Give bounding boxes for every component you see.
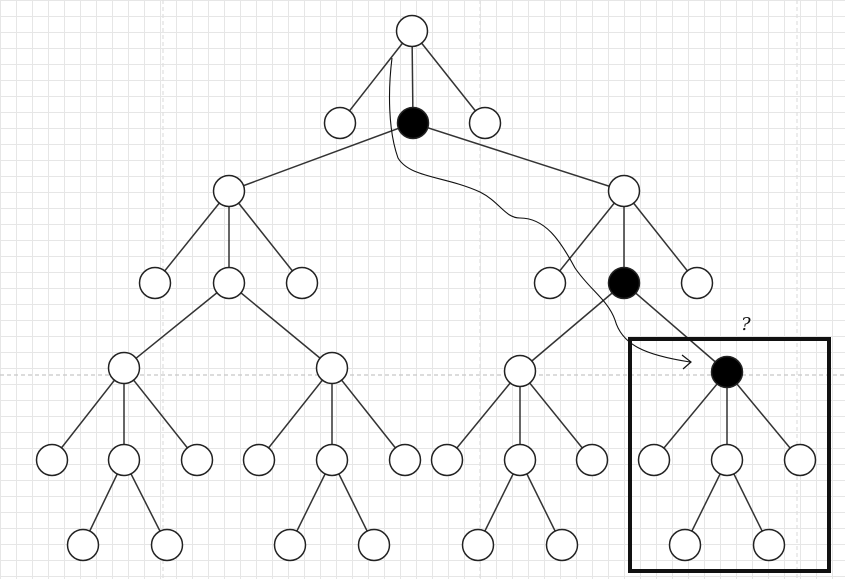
edge-n13-n19 bbox=[123, 367, 198, 461]
tree-node-n32 bbox=[357, 528, 391, 562]
tree-node-n4 bbox=[468, 106, 502, 140]
tree-node-n26 bbox=[637, 443, 671, 477]
filled-node-n11 bbox=[607, 266, 641, 300]
edge-n1-n4 bbox=[411, 30, 486, 124]
tree-node-n8 bbox=[212, 266, 246, 300]
tree-node-n13 bbox=[107, 351, 141, 385]
question-mark-annotation: ? bbox=[741, 314, 751, 335]
edge-n6-n12 bbox=[623, 190, 698, 284]
tree-node-n6 bbox=[607, 174, 641, 208]
tree-node-n27 bbox=[710, 443, 744, 477]
tree-node-n31 bbox=[273, 528, 307, 562]
tree-node-n36 bbox=[752, 528, 786, 562]
highlight-box bbox=[628, 337, 831, 573]
edge-n11-n16 bbox=[623, 282, 728, 373]
tree-node-n23 bbox=[430, 443, 464, 477]
edge-n16-n26 bbox=[653, 371, 728, 461]
edge-n5-n7 bbox=[154, 190, 230, 284]
tree-node-n25 bbox=[575, 443, 609, 477]
nodes-group bbox=[35, 14, 817, 562]
filled-node-n16 bbox=[710, 355, 744, 389]
tree-node-n12 bbox=[680, 266, 714, 300]
tree-node-n1 bbox=[395, 14, 429, 48]
tree-node-n20 bbox=[242, 443, 276, 477]
tree-node-n10 bbox=[533, 266, 567, 300]
tree-node-n15 bbox=[503, 354, 537, 388]
edge-n15-n23 bbox=[446, 370, 521, 461]
tree-node-n33 bbox=[461, 528, 495, 562]
tree-node-n21 bbox=[315, 443, 349, 477]
edge-n13-n17 bbox=[51, 367, 125, 461]
hand-drawn-arrow bbox=[388, 57, 691, 363]
tree-node-n7 bbox=[138, 266, 172, 300]
edge-n3-n6 bbox=[412, 122, 625, 192]
edge-n5-n9 bbox=[228, 190, 303, 284]
tree-node-n14 bbox=[315, 351, 349, 385]
tree-node-n5 bbox=[212, 174, 246, 208]
edge-n16-n28 bbox=[726, 371, 801, 461]
tree-node-n28 bbox=[783, 443, 817, 477]
tree-node-n22 bbox=[388, 443, 422, 477]
tree-node-n35 bbox=[668, 528, 702, 562]
tree-node-n34 bbox=[545, 528, 579, 562]
tree-node-n18 bbox=[107, 443, 141, 477]
tree-node-n24 bbox=[503, 443, 537, 477]
edge-n8-n13 bbox=[123, 282, 230, 369]
edge-n1-n2 bbox=[339, 30, 413, 124]
tree-node-n17 bbox=[35, 443, 69, 477]
edge-n14-n22 bbox=[331, 367, 406, 461]
edge-n6-n10 bbox=[549, 190, 625, 284]
edge-n11-n15 bbox=[519, 282, 625, 372]
tree-node-n9 bbox=[285, 266, 319, 300]
tree-node-n19 bbox=[180, 443, 214, 477]
arrowhead-icon bbox=[681, 354, 692, 370]
edge-n14-n20 bbox=[258, 367, 333, 461]
edge-n3-n5 bbox=[228, 122, 414, 192]
tree-node-n30 bbox=[150, 528, 184, 562]
edge-n8-n14 bbox=[228, 282, 333, 369]
edge-n15-n25 bbox=[519, 370, 593, 461]
tree-node-n2 bbox=[323, 106, 357, 140]
filled-node-n3 bbox=[396, 106, 430, 140]
tree-node-n29 bbox=[66, 528, 100, 562]
